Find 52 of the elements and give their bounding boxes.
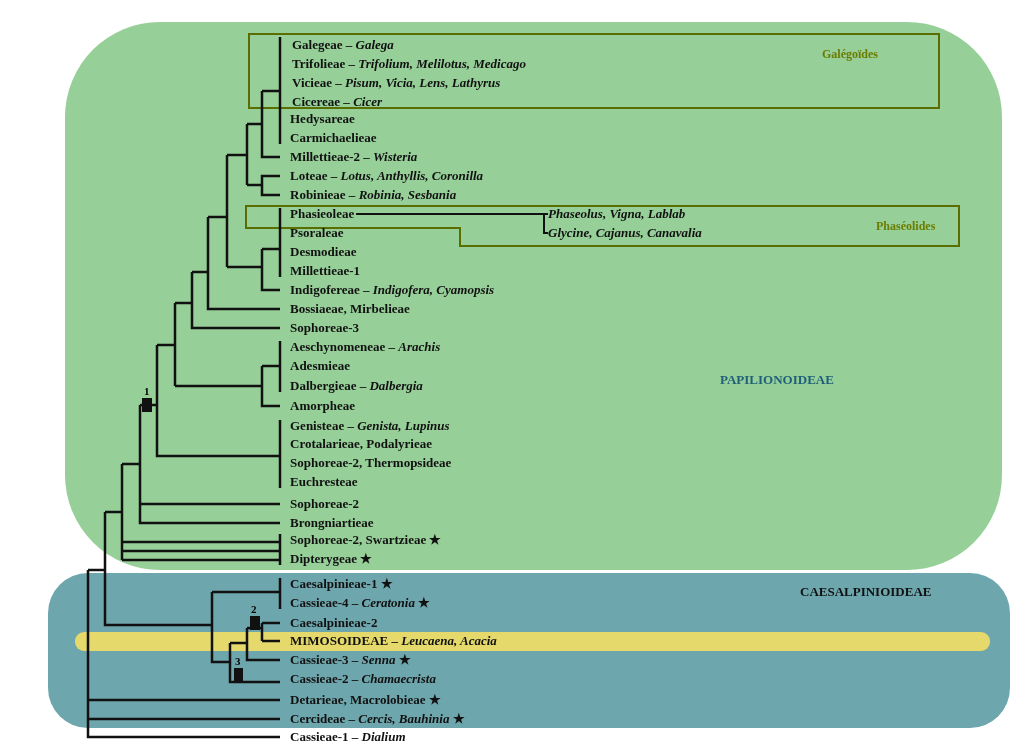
taxon-label: Loteae – Lotus, Anthyllis, Coronilla (290, 167, 484, 185)
taxon-label: Bossiaeae, Mirbelieae (290, 300, 410, 318)
callout-number: 3 (235, 655, 241, 667)
taxon-label: Cercideae – Cercis, Bauhinia ★ (290, 710, 465, 728)
taxon-label: Cassieae-2 – Chamaecrista (290, 670, 436, 688)
clade-region (65, 22, 1002, 570)
taxon-label: Cassieae-3 – Senna ★ (290, 651, 411, 669)
taxon-label: Adesmieae (290, 357, 350, 375)
taxon-label: Sophoreae-2, Thermopsideae (290, 454, 452, 472)
taxon-label: Amorpheae (290, 397, 355, 415)
taxon-label: Millettieae-2 – Wisteria (290, 148, 418, 166)
taxon-label: Euchresteae (290, 473, 358, 491)
connector-line (355, 213, 549, 234)
taxon-label: Brongniartieae (290, 514, 374, 532)
taxon-label: Sophoreae-3 (290, 319, 360, 337)
genus-list: Phaseolus, Vigna, Lablab (548, 205, 686, 223)
taxon-label: Genisteae – Genista, Lupinus (290, 417, 450, 435)
taxon-label: Galegeae – Galega (292, 36, 394, 54)
clade-box (248, 33, 940, 109)
taxon-label: Cicereae – Cicer (292, 93, 382, 111)
taxon-label: Dipterygeae ★ (290, 550, 373, 568)
taxon-label: Caesalpinieae-2 (290, 614, 378, 632)
clade-label: Galégoïdes (822, 47, 878, 62)
taxon-label: Aeschynomeneae – Arachis (290, 338, 441, 356)
clade-label: PAPILIONOIDEAE (720, 372, 834, 388)
taxon-label: Trifolieae – Trifolium, Melilotus, Medicago (292, 55, 526, 73)
taxon-label: Cassieae-4 – Ceratonia ★ (290, 594, 431, 612)
taxon-label: Vicieae – Pisum, Vicia, Lens, Lathyrus (292, 74, 501, 92)
clade-outline (245, 205, 960, 247)
callout-number: 2 (251, 603, 257, 615)
taxon-label: Psoraleae (290, 224, 344, 242)
taxon-label: Carmichaelieae (290, 129, 377, 147)
taxon-label: Hedysareae (290, 110, 355, 128)
taxon-label: Crotalarieae, Podalyrieae (290, 435, 432, 453)
callout-number: 1 (144, 385, 150, 397)
taxon-label: Phasieoleae (290, 205, 355, 223)
taxon-label: MIMOSOIDEAE – Leucaena, Acacia (290, 632, 497, 650)
clade-label: CAESALPINIOIDEAE (800, 584, 932, 600)
highlight-band (75, 632, 990, 651)
genus-list: Glycine, Cajanus, Canavalia (548, 224, 702, 242)
taxon-label: Robinieae – Robinia, Sesbania (290, 186, 457, 204)
taxon-label: Millettieae-1 (290, 262, 360, 280)
taxon-label: Dalbergieae – Dalbergia (290, 377, 423, 395)
taxon-label: Detarieae, Macrolobieae ★ (290, 691, 441, 709)
taxon-label: Caesalpinieae-1 ★ (290, 575, 393, 593)
clade-region (48, 573, 1010, 728)
taxon-label: Indigofereae – Indigofera, Cyamopsis (290, 281, 495, 299)
taxon-label: Cassieae-1 – Dialium (290, 728, 406, 746)
taxon-label: Desmodieae (290, 243, 357, 261)
taxon-label: Sophoreae-2 (290, 495, 360, 513)
taxon-label: Sophoreae-2, Swartzieae ★ (290, 531, 442, 549)
clade-label: Phaséolides (876, 219, 936, 234)
